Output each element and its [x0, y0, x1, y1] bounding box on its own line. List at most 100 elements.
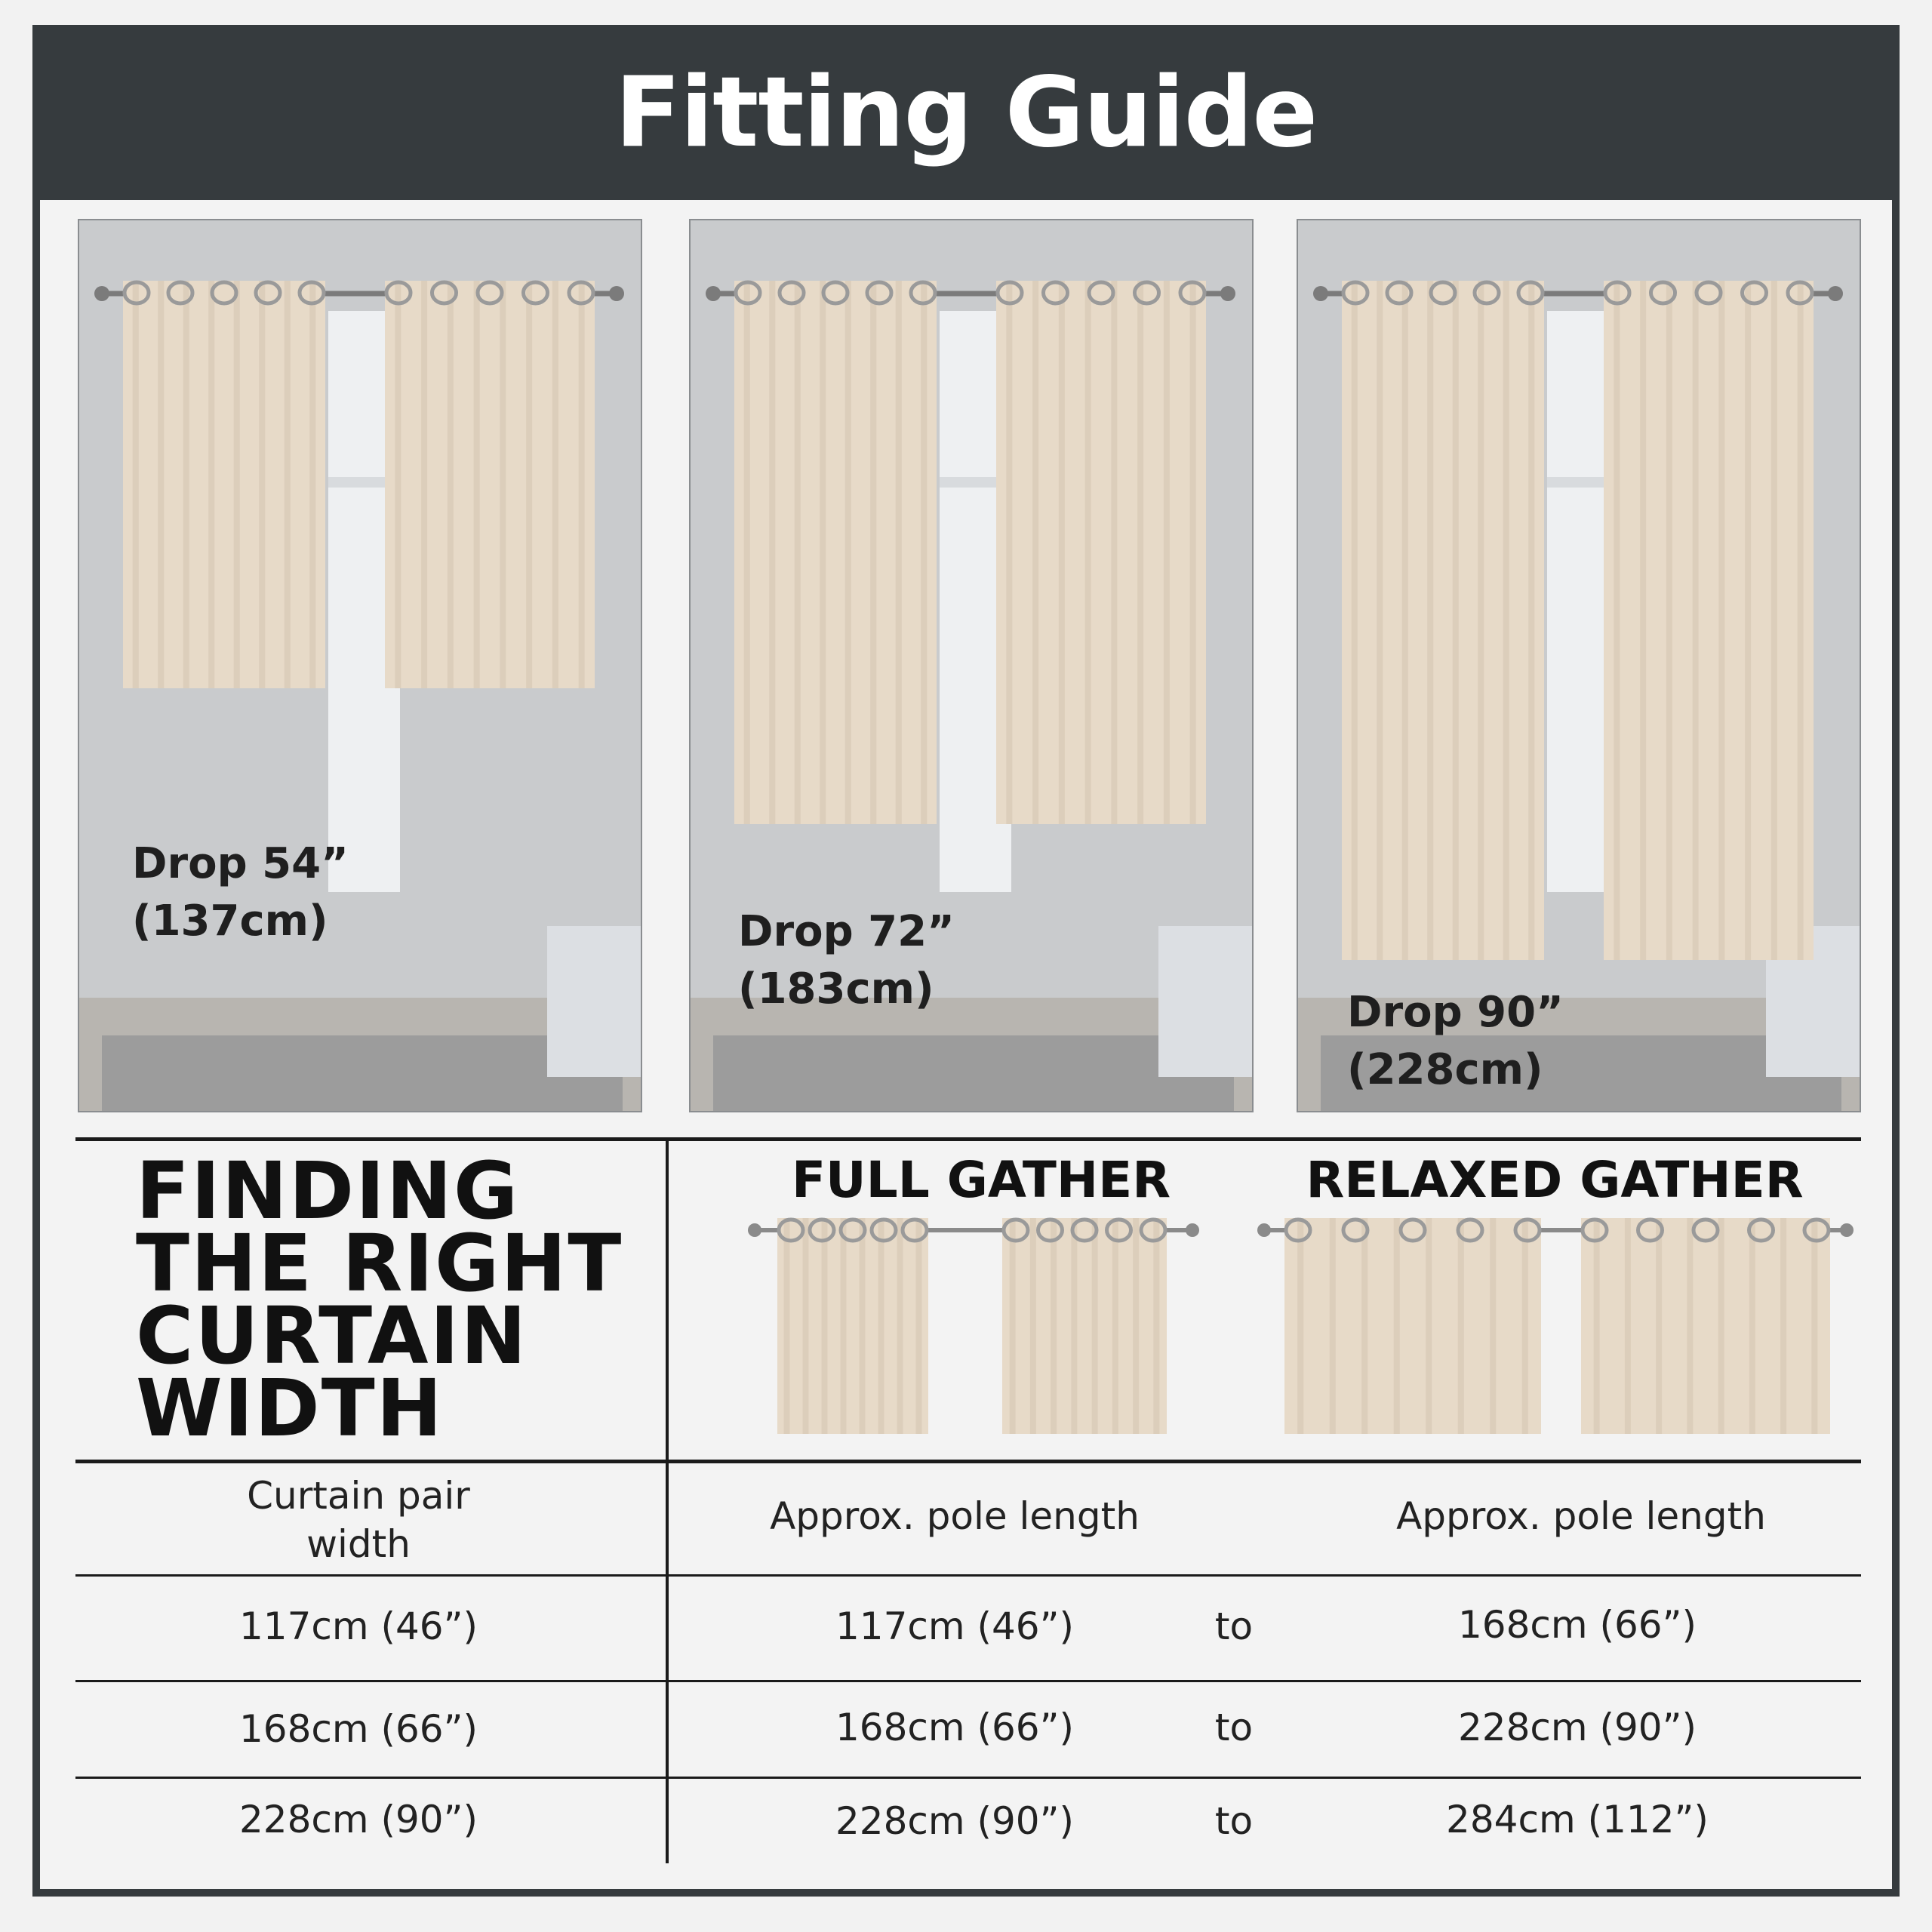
curtain-panel: [122, 280, 326, 688]
curtain-fold: [1452, 281, 1459, 960]
drop-label: Drop 72”(183cm): [738, 907, 955, 1014]
curtain-fold: [1797, 281, 1804, 960]
curtain-fold: [1528, 281, 1535, 960]
grommet-ring: [838, 1217, 867, 1243]
curtain-fabric: [996, 281, 1206, 824]
cell-pair: 168cm (66”): [238, 1707, 478, 1751]
rug: [102, 1035, 623, 1111]
curtain-fold: [1051, 1218, 1057, 1434]
curtain-fold: [1361, 1218, 1368, 1434]
grommet-ring: [1001, 1217, 1030, 1243]
grommet-ring: [1178, 280, 1207, 306]
grommet-ring: [1041, 280, 1069, 306]
curtain-fold: [421, 281, 428, 688]
grommet-ring: [900, 1217, 929, 1243]
curtain-fold: [1133, 1218, 1140, 1434]
curtain-fold: [1112, 1218, 1118, 1434]
curtain-fold: [1377, 281, 1383, 960]
window-frame: [328, 477, 400, 488]
grommet-ring: [734, 280, 762, 306]
curtain-fold: [1032, 281, 1039, 824]
grommet-ring: [1636, 1217, 1664, 1243]
grommet-ring: [1472, 280, 1501, 306]
curtain-fold: [1329, 1218, 1336, 1434]
curtain-fold: [820, 281, 826, 824]
curtain-fold: [844, 281, 851, 824]
grommet-ring: [1740, 280, 1768, 306]
curtain-fold: [1718, 281, 1725, 960]
window-frame: [1547, 477, 1619, 488]
grommet-ring: [166, 280, 195, 306]
pole-finial: [1313, 286, 1328, 301]
cell-full: 168cm (66”): [835, 1706, 1075, 1749]
curtain-fold: [1029, 1218, 1036, 1434]
curtain-panel: [777, 1217, 929, 1434]
curtain-fold: [284, 281, 291, 688]
curtain-fabric: [1342, 281, 1544, 960]
pole-finial: [94, 286, 109, 301]
curtain-fold: [878, 1218, 884, 1434]
curtain-panel: [1603, 280, 1814, 960]
curtain-fold: [1006, 281, 1013, 824]
grommet-ring: [1786, 280, 1814, 306]
cell-relaxed: 284cm (112”): [1446, 1798, 1709, 1841]
curtain-fold: [1614, 281, 1620, 960]
curtain-fold: [1137, 281, 1144, 824]
curtain-fold: [870, 281, 877, 824]
curtain-fold: [1071, 1218, 1078, 1434]
grommet-ring: [865, 280, 894, 306]
room-illustration: [79, 220, 641, 1111]
curtain-fold: [1687, 1218, 1694, 1434]
grommet-ring: [808, 1217, 836, 1243]
curtain-fold: [473, 281, 480, 688]
cell-to: to: [1214, 1799, 1254, 1843]
curtain-fold: [1457, 1218, 1464, 1434]
divider-header: [75, 1460, 1861, 1463]
grommet-ring: [1105, 1217, 1133, 1243]
curtain-fold: [915, 1218, 922, 1434]
curtain-fold: [1780, 1218, 1787, 1434]
grommet-ring: [777, 1217, 805, 1243]
drop-label: Drop 90”(228cm): [1347, 988, 1564, 1094]
curtain-fabric: [1604, 281, 1814, 960]
grommet-ring: [1802, 1217, 1831, 1243]
curtain-fold: [895, 281, 902, 824]
curtain-panel: [734, 280, 937, 824]
curtain-fold: [802, 1218, 809, 1434]
pole-finial: [706, 286, 721, 301]
rug: [1321, 1035, 1841, 1111]
curtain-fabric: [734, 281, 937, 824]
grommet-ring: [1513, 1217, 1542, 1243]
divider-row: [75, 1680, 1861, 1682]
curtain-fold: [1811, 1218, 1818, 1434]
curtain-fold: [1521, 1218, 1528, 1434]
grommet-ring: [1139, 1217, 1168, 1243]
cell-full: 117cm (46”): [835, 1604, 1075, 1648]
curtain-fold: [1640, 281, 1647, 960]
grommet-ring: [297, 280, 326, 306]
pole-finial: [1257, 1223, 1271, 1237]
relaxed-gather-title: RELAXED GATHER: [1306, 1151, 1804, 1209]
rug: [713, 1035, 1234, 1111]
curtain-fold: [783, 1218, 790, 1434]
sofa: [1158, 926, 1252, 1077]
curtain-fabric: [1284, 1218, 1541, 1434]
curtain-fold: [526, 281, 533, 688]
grommet-ring: [1694, 280, 1723, 306]
curtain-fabric: [1581, 1218, 1830, 1434]
full-gather-title: FULL GATHER: [791, 1151, 1171, 1209]
grommet-ring: [1649, 280, 1677, 306]
grommet-ring: [254, 280, 282, 306]
curtain-fold: [132, 281, 139, 688]
curtain-fold: [183, 281, 189, 688]
header-relaxed-pole: Approx. pole length: [1396, 1494, 1766, 1538]
curtain-fold: [897, 1218, 903, 1434]
curtain-panel: [1284, 1217, 1542, 1434]
divider-vertical: [666, 1137, 669, 1863]
curtain-fold: [859, 1218, 866, 1434]
cell-pair: 117cm (46”): [238, 1604, 478, 1648]
pole-finial: [1828, 286, 1843, 301]
curtain-fabric: [1002, 1218, 1167, 1434]
curtain-fold: [794, 281, 801, 824]
page-title: Fitting Guide: [614, 56, 1318, 169]
